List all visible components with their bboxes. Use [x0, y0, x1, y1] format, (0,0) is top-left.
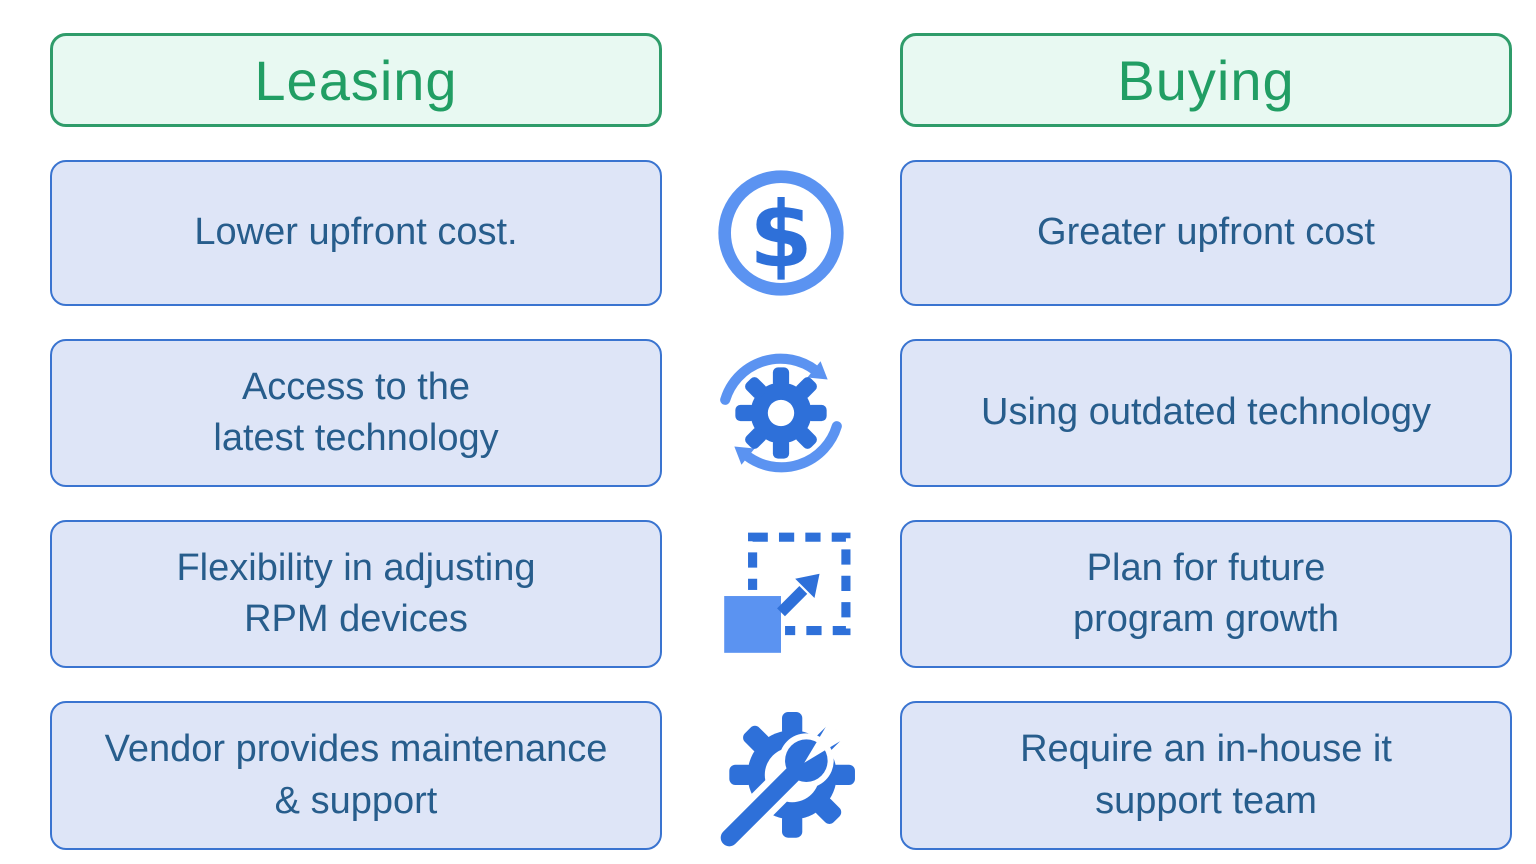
wrench-gear-icon	[714, 711, 855, 853]
buying-item-upfront-cost: Greater upfront cost	[900, 160, 1512, 306]
leasing-item-label: Vendor provides maintenance & support	[104, 728, 608, 822]
dollar-circle-icon: $	[718, 170, 844, 296]
leasing-item-upfront-cost: Lower upfront cost.	[50, 160, 662, 306]
buying-header-box: Buying	[900, 33, 1512, 127]
icon-cell-technology	[662, 339, 900, 487]
leasing-header-label: Leasing	[254, 48, 458, 112]
buying-item-label: Greater upfront cost	[1037, 211, 1375, 254]
scale-expand-icon	[718, 532, 851, 657]
buying-item-label: Using outdated technology	[981, 391, 1431, 434]
leasing-item-label: Flexibility in adjusting RPM devices	[176, 546, 536, 640]
buying-item-support: Require an in-house it support team	[900, 701, 1512, 850]
buying-item-label: Require an in-house it support team	[1020, 728, 1392, 822]
leasing-item-label: Lower upfront cost.	[194, 211, 518, 254]
svg-text:$: $	[749, 181, 813, 288]
leasing-item-flexibility: Flexibility in adjusting RPM devices	[50, 520, 662, 668]
icon-cell-scale	[662, 520, 900, 668]
icon-cell-cost: $	[662, 160, 900, 306]
leasing-header-box: Leasing	[50, 33, 662, 127]
buying-item-technology: Using outdated technology	[900, 339, 1512, 487]
leasing-item-technology: Access to the latest technology	[50, 339, 662, 487]
sync-gear-icon	[720, 353, 842, 473]
buying-header-label: Buying	[1117, 48, 1295, 112]
leasing-item-maintenance: Vendor provides maintenance & support	[50, 701, 662, 850]
header-spacer	[662, 33, 900, 127]
buying-item-label: Plan for future program growth	[1072, 546, 1340, 640]
leasing-item-label: Access to the latest technology	[213, 365, 499, 459]
icon-cell-support	[662, 701, 900, 853]
buying-item-growth: Plan for future program growth	[900, 520, 1512, 668]
